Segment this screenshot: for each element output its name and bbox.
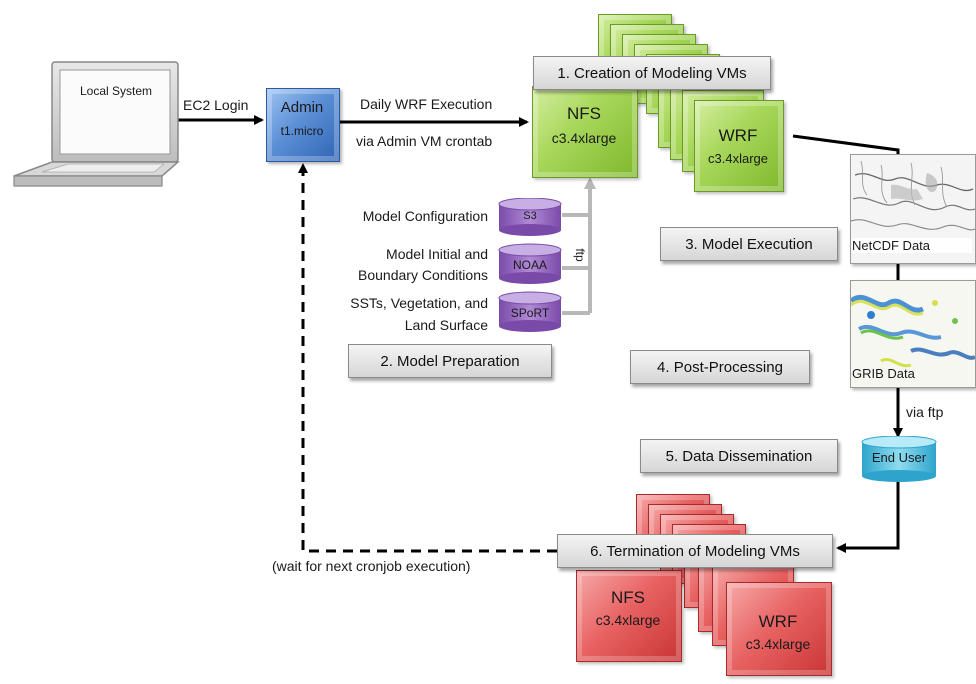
local-system-label: Local System <box>79 84 153 98</box>
netcdf-label: NetCDF Data <box>852 238 972 253</box>
noaa-database-icon <box>498 243 562 284</box>
source-noaa-desc1: Model Initial and <box>386 246 488 262</box>
s3-database-icon <box>498 198 562 236</box>
source-sport-desc2: Land Surface <box>404 317 488 333</box>
database-cylinders <box>498 198 562 332</box>
green-nfs-type: c3.4xlarge <box>551 130 617 146</box>
end-user-label: End User <box>871 450 927 465</box>
enduser-to-termination-arrow <box>836 480 900 553</box>
red-nfs-vm <box>576 570 682 662</box>
end-user-database-icon <box>861 436 937 482</box>
source-s3-desc: Model Configuration <box>362 208 488 224</box>
grib-data-image <box>850 280 976 388</box>
laptop-icon <box>13 61 180 187</box>
green-nfs-name: NFS <box>567 104 601 123</box>
green-wrf-name: WRF <box>718 126 758 145</box>
ftp-label: ftp <box>573 248 587 262</box>
wait-note: (wait for next cronjob execution) <box>272 558 471 574</box>
step-5-dissemination: 5. Data Dissemination <box>640 439 838 473</box>
step-1-creation: 1. Creation of Modeling VMs <box>533 56 771 90</box>
local-system-laptop: Local System <box>12 60 182 195</box>
step-2-preparation: 2. Model Preparation <box>348 344 552 378</box>
grib-label: GRIB Data <box>852 366 915 381</box>
admin-vm <box>266 88 340 162</box>
sport-database-icon <box>498 291 562 332</box>
step-6-termination: 6. Termination of Modeling VMs <box>557 534 833 568</box>
step-3-execution: 3. Model Execution <box>660 227 838 261</box>
noaa-db-label: NOAA <box>512 258 547 272</box>
s3-db-label: S3 <box>523 210 537 222</box>
wait-loop-arrow <box>298 163 557 553</box>
step-4-post-processing: 4. Post-Processing <box>630 350 810 384</box>
ftp-connectors <box>562 177 596 315</box>
red-nfs-name: NFS <box>611 588 645 607</box>
green-wrf-type: c3.4xlarge <box>708 151 768 166</box>
red-wrf-vm <box>726 582 832 676</box>
green-nfs-vm <box>532 86 638 178</box>
sport-db-label: SPoRT <box>510 306 550 320</box>
red-wrf-name: WRF <box>758 612 798 631</box>
source-sport-desc1: SSTs, Vegetation, and <box>350 295 488 311</box>
red-nfs-type: c3.4xlarge <box>595 612 661 628</box>
source-noaa-desc2: Boundary Conditions <box>358 267 488 283</box>
admin-title: Admin <box>280 99 324 116</box>
grib-map-icon <box>851 281 975 387</box>
daily-exec-line2: via Admin VM crontab <box>356 133 493 149</box>
daily-exec-line1: Daily WRF Execution <box>360 96 493 112</box>
via-ftp-label: via ftp <box>906 404 944 420</box>
red-wrf-type: c3.4xlarge <box>745 636 811 652</box>
admin-instance: t1.micro <box>280 124 324 138</box>
ec2-login-label: EC2 Login <box>183 97 249 113</box>
